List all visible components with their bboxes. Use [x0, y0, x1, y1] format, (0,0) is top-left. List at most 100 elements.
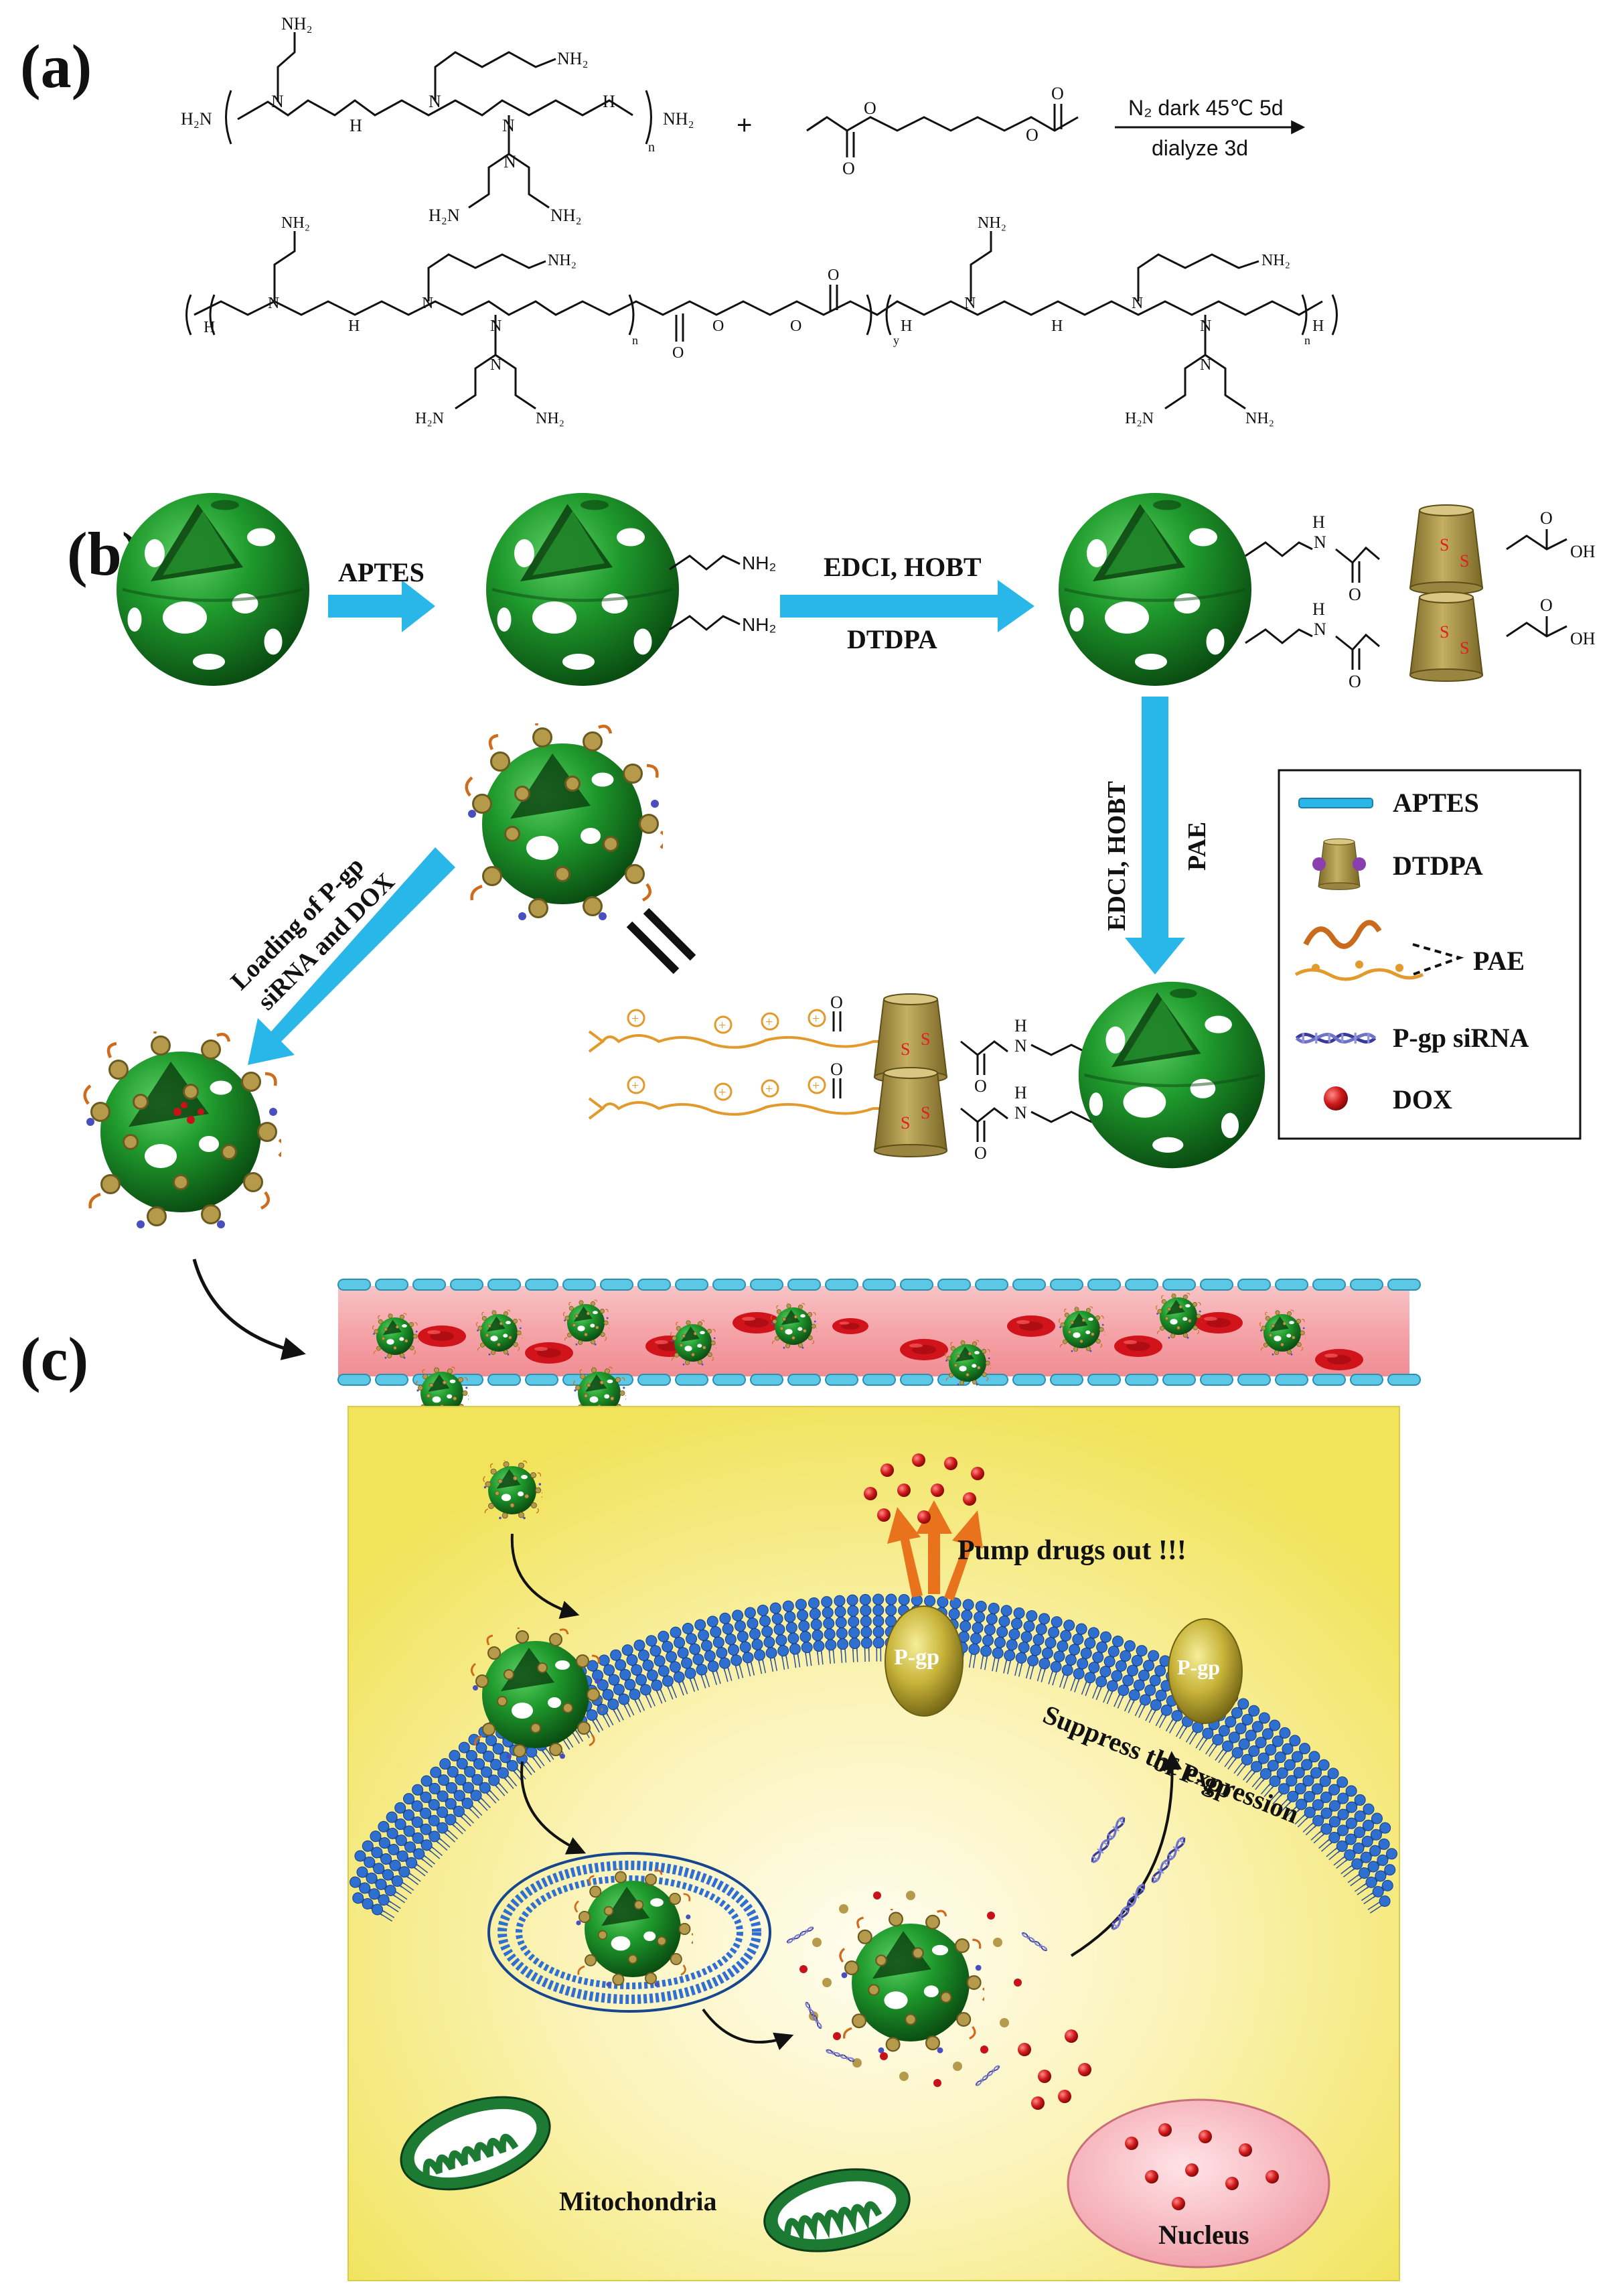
- pae-link-o-1: O: [830, 993, 843, 1012]
- pae-o-1: O: [672, 344, 684, 362]
- carboxyl-oh-1: OH: [1570, 542, 1596, 561]
- chem-n-4: N: [504, 152, 516, 171]
- charge-3: +: [765, 1015, 773, 1029]
- arrow-sirna: [1070, 1751, 1182, 1957]
- mitochondrion-2: [763, 2168, 911, 2252]
- carboxyl-oh-2: OH: [1570, 629, 1596, 648]
- chem-h2n-2: H₂N: [429, 206, 460, 225]
- msn-sphere-dtdpa: [1059, 493, 1251, 686]
- pae-sub-y: y: [893, 334, 899, 347]
- endosome: [487, 1852, 771, 2013]
- panel-c-label: (c): [20, 1325, 88, 1393]
- linker-n-1: N: [1314, 532, 1326, 552]
- mitochondria-label: Mitochondria: [559, 2186, 717, 2216]
- panel-c: (c): [20, 1259, 1421, 2281]
- pae-n-2: N: [422, 295, 433, 312]
- pump-label: Pump drugs out !!!: [957, 1535, 1186, 1566]
- amine-chains: [669, 555, 741, 631]
- pae-h2n-2: H₂N: [1125, 410, 1154, 427]
- pae-nh2-1: NH₂: [281, 214, 310, 232]
- pae-sub-n-1: n: [632, 334, 638, 347]
- chem-nh2-2: NH₂: [557, 49, 589, 68]
- msn-sphere-bare: [117, 493, 309, 686]
- legend-box: [1278, 769, 1582, 1140]
- released-cargo: [785, 1891, 1049, 2088]
- pae-h-4: H: [1051, 317, 1063, 335]
- arrow-release: [702, 2008, 794, 2050]
- pump-arrows: [887, 1500, 983, 1601]
- chem-o-2: O: [864, 98, 876, 118]
- arrow-approach: [510, 1533, 580, 1619]
- pae-link-s-3: S: [901, 1113, 910, 1133]
- cyan-bar-icon: [1298, 798, 1373, 808]
- pae-n-5: N: [964, 295, 976, 312]
- pae-n-3: N: [490, 317, 502, 335]
- pae-o-2: O: [712, 317, 724, 335]
- chem-h-2: H: [603, 92, 615, 111]
- msn-sphere-pae: [1079, 982, 1265, 1168]
- chem-nh2-1: NH₂: [281, 14, 313, 33]
- arrow-to-endosome: [520, 1761, 587, 1855]
- pae-n-1: N: [268, 295, 279, 312]
- reaction-conditions-2: dialyze 3d: [1152, 136, 1248, 160]
- pei-structure-top: [225, 32, 652, 209]
- pae-nh2-5: NH₂: [1261, 252, 1290, 269]
- arrow-to-vessel: [192, 1259, 306, 1360]
- pae-link-n-2: N: [1014, 1103, 1027, 1123]
- carboxyl-o-2: O: [1540, 595, 1553, 615]
- cone-icon-dot: [1312, 857, 1326, 871]
- legend-pae: PAE: [1473, 946, 1525, 976]
- vessel-wall-top: [337, 1279, 1421, 1291]
- polymer-chain-icon-2: [1294, 968, 1424, 981]
- pae-n-6: N: [1132, 295, 1143, 312]
- pae-h2n-1: H₂N: [415, 410, 444, 427]
- chem-h-1: H: [350, 116, 362, 135]
- loaded-sphere-top: [467, 718, 666, 920]
- legend-dashed-arrow: [1412, 943, 1464, 976]
- charge-5: +: [631, 1078, 639, 1093]
- linker-s-1: S: [1440, 535, 1449, 555]
- label-dtdpa-step: DTDPA: [847, 624, 937, 654]
- dox-trail: [1018, 2029, 1091, 2110]
- chem-n-3: N: [502, 116, 515, 135]
- charge-8: +: [812, 1078, 820, 1093]
- label-edci-hobt-2: EDCI, HOBT: [1103, 781, 1131, 931]
- pae-n-4: N: [490, 356, 502, 374]
- linker-s-2: S: [1460, 551, 1469, 571]
- pgp-label-1: P-gp: [894, 1645, 939, 1670]
- msn-sphere-amine: [486, 493, 679, 686]
- pae-h-2: H: [348, 317, 360, 335]
- pae-link-o-2: O: [974, 1076, 987, 1096]
- label-edci-hobt-1: EDCI, HOBT: [824, 552, 982, 582]
- pae-o-3: O: [790, 317, 801, 335]
- arrow-edci-pae: [1125, 697, 1185, 975]
- legend: APTES DTDPA PAE P-gp siRNA DOX: [1278, 769, 1582, 1140]
- pgp-pump-2: [1168, 1618, 1243, 1724]
- pae-chains: [588, 1030, 907, 1120]
- chem-o-3: O: [1026, 125, 1039, 145]
- pae-nh2-2: NH₂: [548, 252, 577, 269]
- arrow-edci-dtdpa: [780, 580, 1034, 632]
- chem-nh2-4: NH₂: [550, 206, 582, 225]
- arrow-loading: [248, 847, 455, 1065]
- charge-6: +: [718, 1085, 726, 1100]
- pae-nh2-4: NH₂: [978, 214, 1006, 232]
- blood-vessel: [337, 1279, 1421, 1419]
- pae-cone-2: [873, 1066, 948, 1158]
- nucleus-label: Nucleus: [1158, 2220, 1249, 2250]
- chem-nh2-3: NH₂: [663, 109, 694, 129]
- pae-link-n-1: N: [1014, 1036, 1027, 1056]
- mitochondrion-1: [400, 2096, 551, 2191]
- linker-o-1: O: [1349, 585, 1361, 604]
- pae-charges: [627, 1009, 826, 1101]
- plus-sign: +: [737, 111, 752, 140]
- chem-n-1: N: [271, 92, 284, 111]
- linker-h-1: H: [1312, 512, 1325, 532]
- pae-h-5: H: [1312, 317, 1324, 335]
- pae-nh2-3: NH₂: [536, 410, 564, 427]
- panel-a-label: (a): [20, 32, 92, 100]
- label-pae-step: PAE: [1183, 822, 1211, 871]
- pae-link-s-1: S: [901, 1039, 910, 1059]
- pae-link-o-4: O: [974, 1143, 987, 1163]
